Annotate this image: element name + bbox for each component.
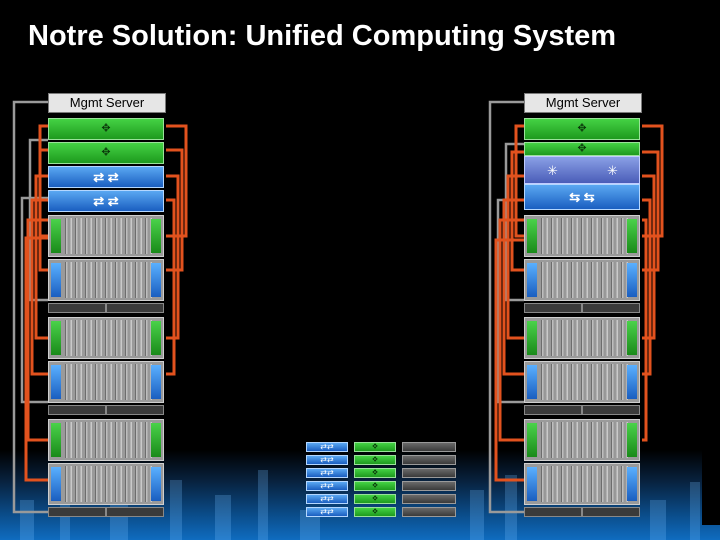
right-blade-chassis-5 [524,419,640,461]
power-supply [48,507,106,517]
left-mgmt-server-label: Mgmt Server [48,93,166,113]
right-blue-switch: ⇆ ⇆ [524,184,640,210]
left-blade-chassis-1 [48,215,164,257]
power-supply [106,303,164,313]
right-green-switch-2: ✥ [524,142,640,156]
left-io-module [51,263,61,297]
left-green-switch-1: ✥ [48,118,164,140]
left-data-cables [24,124,188,482]
power-supply [582,405,640,415]
crosshair-arrows-icon: ✥ [372,482,378,490]
storage-unit [402,455,456,465]
left-rack: Mgmt Server ✥ ✥ ⇄ ⇄ ⇄ ⇄ [48,93,166,519]
blue-switch-column: ⇄⇄ ⇄⇄ ⇄⇄ ⇄⇄ ⇄⇄ ⇄⇄ [306,442,348,518]
left-blade-chassis-4 [48,361,164,403]
crosshair-arrows-icon: ✥ [372,495,378,503]
right-blade-chassis-3 [524,317,640,359]
bidirectional-arrows-icon: ⇄⇄ [320,507,334,516]
center-fabric-stack: ⇄⇄ ⇄⇄ ⇄⇄ ⇄⇄ ⇄⇄ ⇄⇄ ✥ ✥ ✥ ✥ ✥ ✥ [306,442,456,520]
network-hub-icon: ✳ [607,163,618,178]
crosshair-arrows-icon: ✥ [101,122,111,135]
crosshair-arrows-icon: ✥ [372,443,378,451]
right-data-cables [494,124,664,482]
storage-unit [402,468,456,478]
right-blade-chassis-4 [524,361,640,403]
green-switch-column: ✥ ✥ ✥ ✥ ✥ ✥ [354,442,396,518]
crosshair-arrows-icon: ✥ [577,142,587,155]
bidirectional-arrows-icon: ⇄⇄ [320,455,334,464]
power-supply [48,405,106,415]
bidirectional-arrows-icon: ⇄⇄ [320,481,334,490]
left-green-switch-2: ✥ [48,142,164,164]
bidirectional-arrows-icon: ⇄ ⇄ [93,169,119,185]
right-rack: Mgmt Server ✥ ✥ ✳ ✳ ⇆ ⇆ [524,93,642,519]
right-blade-chassis-6 [524,463,640,505]
left-blue-switch-2: ⇄ ⇄ [48,190,164,212]
left-blade-chassis-5 [48,419,164,461]
crosshair-arrows-icon: ✥ [101,146,111,159]
power-supply [524,405,582,415]
power-supply [582,507,640,517]
right-io-module [151,219,161,253]
bidirectional-arrows-icon: ⇄⇄ [320,468,334,477]
right-green-switch-1: ✥ [524,118,640,140]
left-blade-chassis-2 [48,259,164,301]
crosshair-arrows-icon: ✥ [372,456,378,464]
right-mgmt-server-label: Mgmt Server [524,93,642,113]
storage-unit [402,442,456,452]
left-blade-chassis-3 [48,317,164,359]
power-supply [524,303,582,313]
storage-column [402,442,456,518]
storage-unit [402,507,456,517]
bidirectional-arrows-icon: ⇄⇄ [320,494,334,503]
bidirectional-arrows-icon: ⇄⇄ [320,442,334,451]
right-fabric-interconnect: ✳ ✳ [524,156,640,184]
crosshair-arrows-icon: ✥ [372,508,378,516]
bidirectional-arrows-icon: ⇆ ⇆ [569,189,595,205]
power-supply [524,507,582,517]
storage-unit [402,494,456,504]
power-supply [582,303,640,313]
slide-title: Notre Solution: Unified Computing System [28,20,617,52]
crosshair-arrows-icon: ✥ [577,122,587,135]
crosshair-arrows-icon: ✥ [372,469,378,477]
left-blade-chassis-6 [48,463,164,505]
power-supply [48,303,106,313]
right-blade-chassis-2 [524,259,640,301]
right-io-module [151,263,161,297]
left-blue-switch-1: ⇄ ⇄ [48,166,164,188]
left-io-module [51,219,61,253]
bidirectional-arrows-icon: ⇄ ⇄ [93,193,119,209]
storage-unit [402,481,456,491]
power-supply [106,405,164,415]
power-supply [106,507,164,517]
right-blade-chassis-1 [524,215,640,257]
corner-shadow [702,440,720,525]
network-hub-icon: ✳ [547,163,558,178]
